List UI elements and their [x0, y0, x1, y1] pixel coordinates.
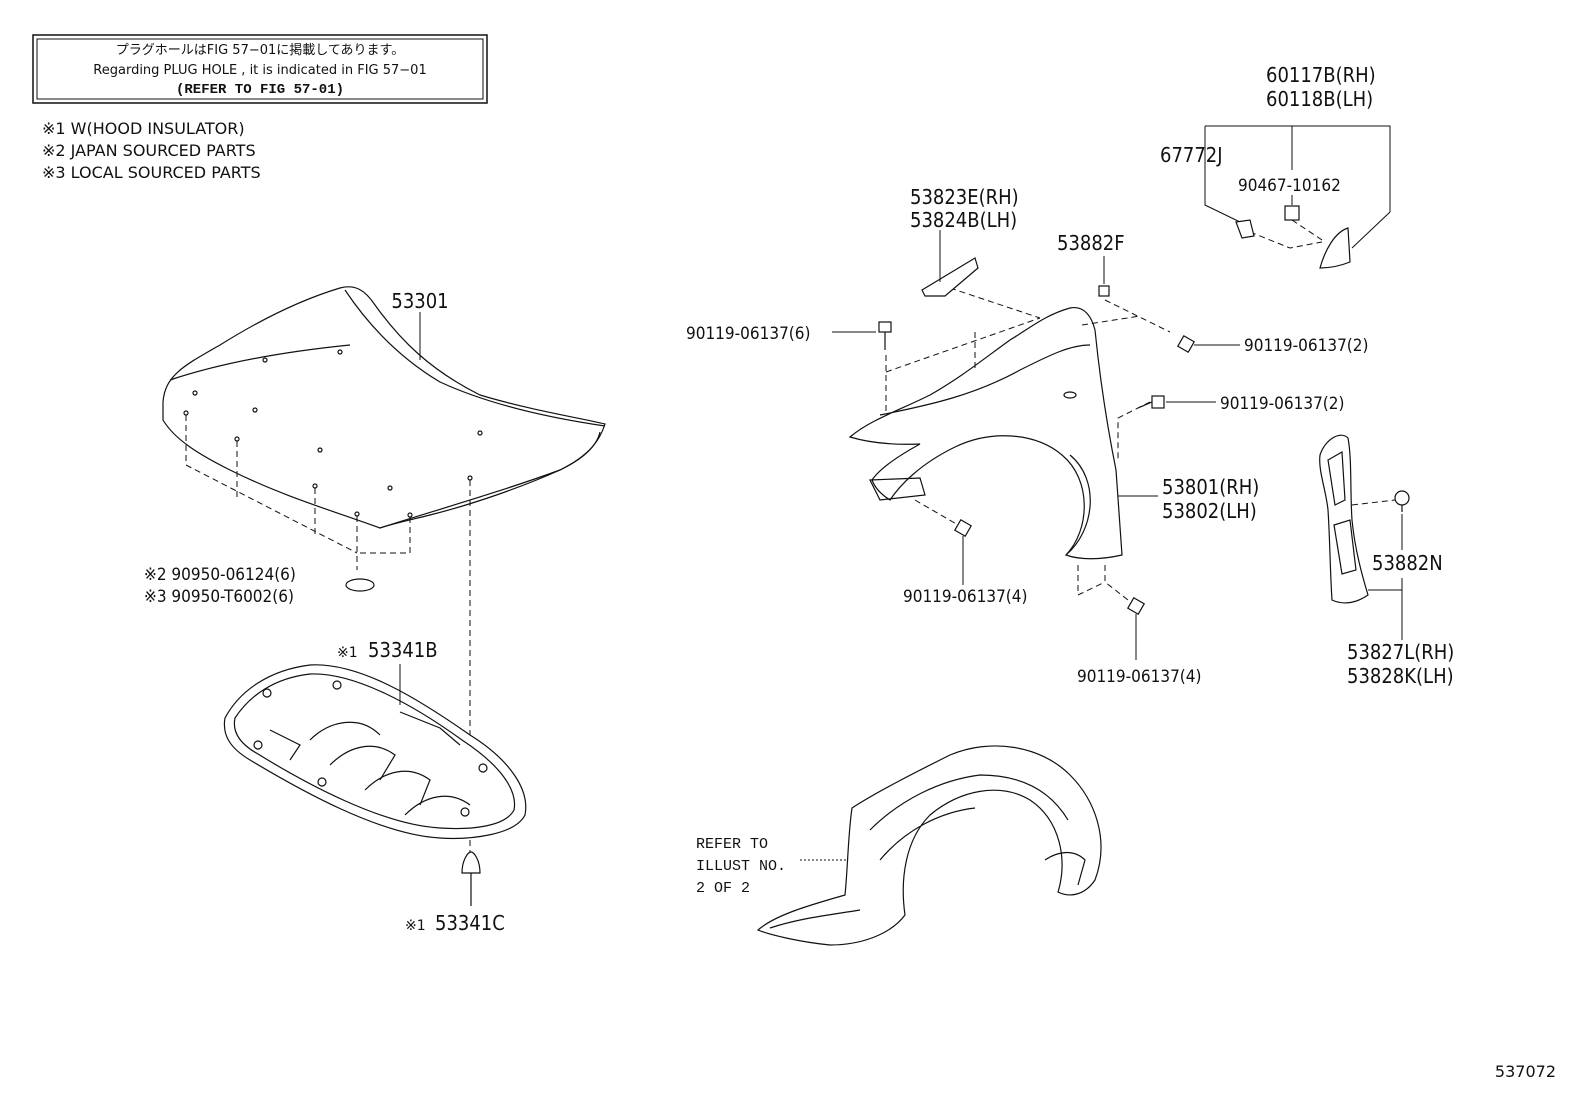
fender-liner-icon [756, 745, 1102, 946]
pad-icon [1098, 285, 1110, 297]
emblem-icon [1319, 227, 1351, 269]
label-emblem-lh: 60118B(LH) [1266, 87, 1373, 111]
label-splash-rh: 53827L(RH) [1347, 640, 1454, 664]
reference-note-box: プラグホールはFIG 57−01に掲載してあります。 Regarding PLU… [32, 34, 488, 104]
label-seal-rh: 53823E(RH) [910, 185, 1019, 209]
label-retainer: 53341C [435, 911, 505, 935]
clip-icon [1394, 490, 1410, 512]
front-fender-icon [848, 306, 1123, 560]
label-plug-local: ※3 90950-T6002(6) [144, 587, 294, 607]
label-bolt-top-right: 90119-06137(2) [1244, 336, 1368, 356]
emblem-dashed-leaders [1249, 219, 1323, 249]
label-bolt-lower: 90119-06137(4) [1077, 667, 1201, 687]
clip-icon [461, 851, 481, 906]
label-hood: 53301 [391, 289, 448, 313]
splash-shield-icon [1319, 434, 1369, 604]
label-splash-clip: 53882N [1372, 551, 1443, 575]
label-emblem-screw: 90467-10162 [1238, 176, 1341, 196]
label-bolt-mid-right: 90119-06137(2) [1220, 394, 1344, 414]
hole-plug-icon [345, 578, 375, 592]
bolt-icon [1126, 596, 1146, 616]
label-fender-lh: 53802(LH) [1162, 499, 1257, 523]
bolt-icon [1176, 334, 1196, 354]
label-pad-top: 53882F [1057, 231, 1125, 255]
clip-icon [1235, 219, 1255, 239]
note-line-refer: (REFER TO FIG 57-01) [176, 82, 344, 98]
label-bolt-left: 90119-06137(6) [686, 324, 810, 344]
bolt-icon [878, 321, 892, 350]
label-liner-ref-1: REFER TO [696, 836, 768, 853]
hood-dashed-leaders [185, 415, 471, 860]
label-plug-jp: ※2 90950-06124(6) [144, 565, 296, 585]
note-line-en: Regarding PLUG HOLE , it is indicated in… [93, 63, 426, 78]
hood-insulator-icon [223, 664, 527, 839]
legend-item-1: ※1 W(HOOD INSULATOR) [42, 119, 245, 138]
label-insulator-mark: ※1 [337, 645, 358, 661]
emblem-bracket-lines [1204, 125, 1391, 249]
legend-item-3: ※3 LOCAL SOURCED PARTS [42, 163, 261, 182]
diagram-id: 537072 [1495, 1062, 1556, 1081]
label-liner-ref-2: ILLUST NO. [696, 858, 786, 875]
note-line-jp: プラグホールはFIG 57−01に掲載してあります。 [116, 42, 404, 58]
label-liner-ref-3: 2 OF 2 [696, 880, 750, 897]
label-insulator: 53341B [368, 638, 438, 662]
label-emblem-rh: 60117B(RH) [1266, 63, 1376, 87]
label-fender-rh: 53801(RH) [1162, 475, 1259, 499]
legend-item-2: ※2 JAPAN SOURCED PARTS [42, 141, 256, 160]
label-bolt-front: 90119-06137(4) [903, 587, 1027, 607]
legend: ※1 W(HOOD INSULATOR) ※2 JAPAN SOURCED PA… [42, 119, 261, 182]
label-emblem-clip: 67772J [1160, 143, 1223, 167]
bolt-icon [1284, 205, 1300, 221]
splash-bracket-lines [1368, 578, 1403, 640]
bolt-icon [1137, 395, 1165, 409]
fender-seal-icon [921, 257, 979, 297]
label-seal-lh: 53824B(LH) [910, 208, 1017, 232]
label-retainer-mark: ※1 [405, 918, 426, 934]
label-splash-lh: 53828K(LH) [1347, 664, 1454, 688]
bolt-icon [953, 518, 973, 538]
hood-panel-icon [162, 286, 606, 529]
